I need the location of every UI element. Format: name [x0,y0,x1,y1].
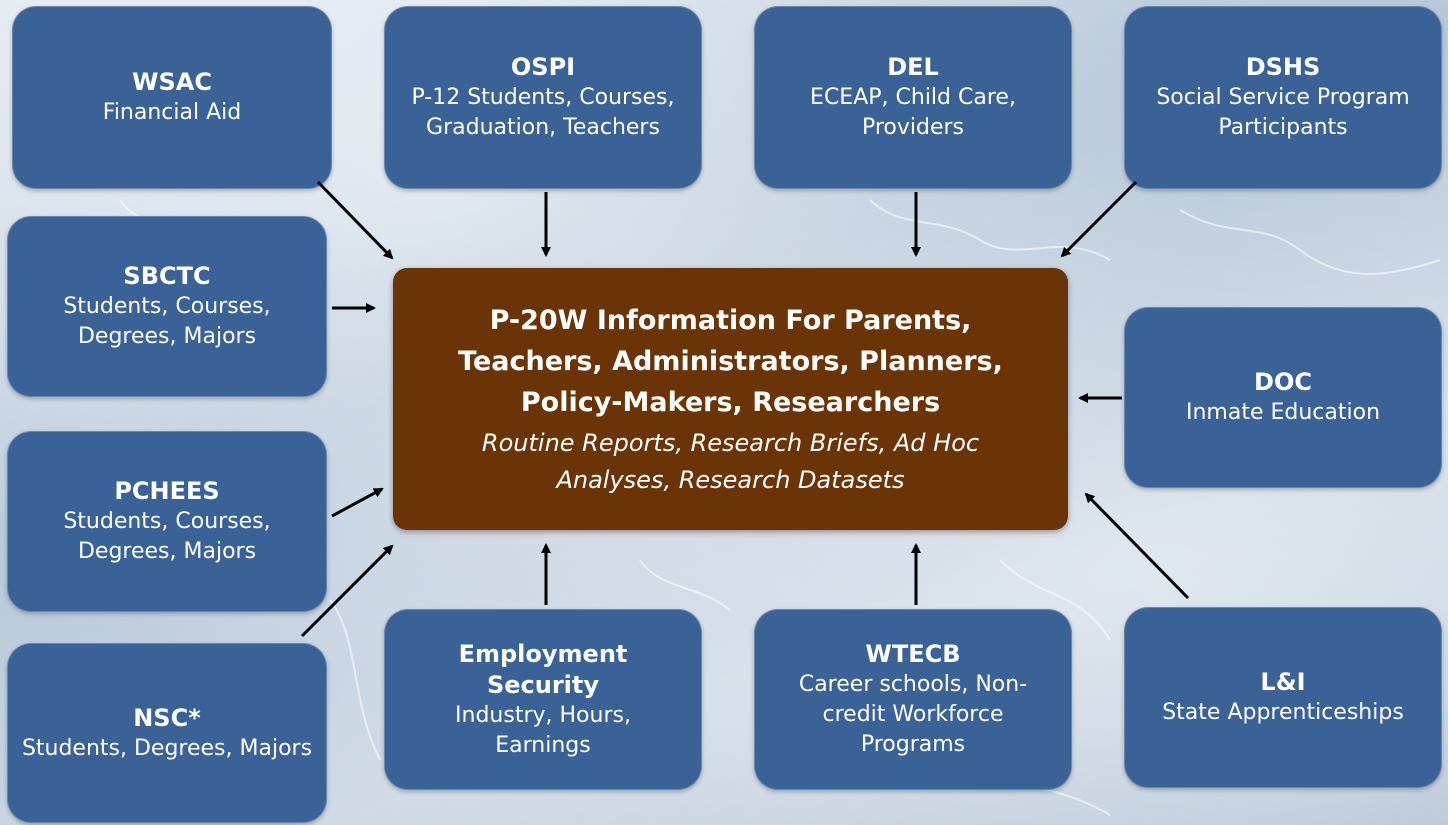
source-description: Students, Degrees, Majors [21,735,313,761]
arrow-wsac [316,180,394,260]
source-box-wtecb: WTECB Career schools, Non-credit Workfor… [754,609,1072,790]
source-box-ospi: OSPI P-12 Students, Courses, Graduation,… [384,6,702,189]
source-description: State Apprenticeships [1162,700,1404,725]
p20w-information-box: P-20W Information For Parents, Teachers,… [393,268,1068,530]
source-box-del: DEL ECEAP, Child Care, Providers [754,6,1072,189]
source-description: Social Service Program Participants [1156,85,1410,140]
source-name: WSAC [132,68,212,96]
source-description: Financial Aid [102,100,242,125]
source-description: Students, Courses, Degrees, Majors [63,294,271,349]
source-box-lni: L&I State Apprenticeships [1124,607,1442,788]
source-name: NSC* [133,703,201,732]
source-description: P-12 Students, Courses, Graduation, Teac… [411,85,675,140]
source-name: Employment Security [458,639,628,699]
source-box-doc: DOC Inmate Education [1124,307,1442,488]
source-box-nsc: NSC* Students, Degrees, Majors [7,643,327,823]
arrow-nsc [300,544,394,638]
source-name: OSPI [510,53,576,81]
source-name: DOC [1254,368,1312,396]
source-name: L&I [1260,668,1306,696]
center-title: P-20W Information For Parents, Teachers,… [458,304,1003,418]
arrow-pchees [331,487,384,518]
arrow-lni [1084,492,1190,600]
source-box-pchees: PCHEES Students, Courses, Degrees, Major… [7,431,327,612]
source-box-dshs: DSHS Social Service Program Participants [1124,6,1442,189]
arrow-dshs [1060,180,1138,258]
source-description: Career schools, Non-credit Workforce Pro… [798,672,1028,757]
source-name: DSHS [1245,53,1321,81]
source-box-sbctc: SBCTC Students, Courses, Degrees, Majors [7,216,327,397]
source-description: ECEAP, Child Care, Providers [810,85,1016,140]
center-subtitle: Routine Reports, Research Briefs, Ad Hoc… [481,428,980,494]
source-name: WTECB [865,640,961,668]
source-name: PCHEES [114,477,220,505]
source-description: Students, Courses, Degrees, Majors [63,509,271,564]
source-box-employment-security: Employment Security Industry, Hours, Ear… [384,609,702,790]
source-name: DEL [887,53,939,81]
source-description: Inmate Education [1185,400,1381,425]
source-box-wsac: WSAC Financial Aid [12,6,332,189]
source-description: Industry, Hours, Earnings [455,702,631,758]
source-name: SBCTC [123,262,211,290]
